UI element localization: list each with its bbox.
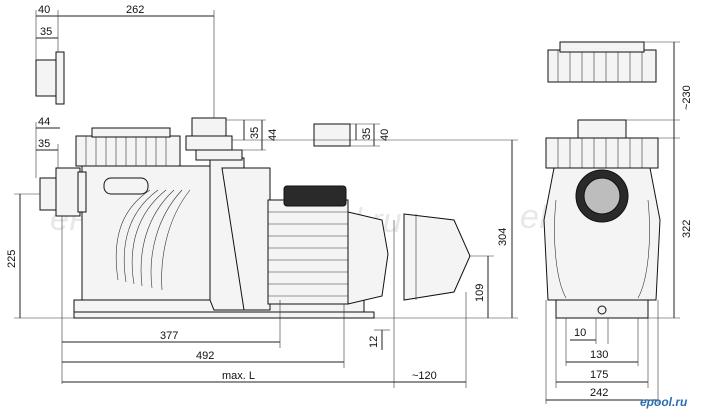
base-foot	[73, 311, 375, 319]
outlet-union	[191, 117, 227, 139]
spare-union-flange	[55, 51, 65, 105]
rear-cap	[403, 213, 471, 301]
dim-322: 322	[681, 220, 693, 238]
front-view	[543, 41, 661, 319]
side-view	[35, 51, 471, 319]
inlet-union-body	[55, 167, 81, 217]
front-lid-ribs	[557, 50, 643, 82]
loose-outlet-union	[313, 123, 351, 147]
dim-377: 377	[160, 330, 178, 342]
strainer-lid	[75, 135, 181, 167]
inlet-flange	[77, 171, 87, 213]
dim-130: 130	[590, 349, 608, 361]
lid-top-ring	[91, 127, 171, 138]
lid-ribs	[85, 136, 167, 166]
inlet-union-nut	[39, 177, 59, 211]
spare-union-body	[35, 59, 59, 97]
dim-40-outlet: 40	[379, 129, 391, 141]
front-body	[543, 167, 661, 301]
dim-230: ~230	[681, 85, 693, 110]
front-lid-ribs-mounted	[557, 138, 643, 168]
dim-304: 304	[497, 228, 509, 246]
dim-35-union: 35	[38, 138, 50, 150]
motor-fins	[268, 211, 348, 297]
dim-225: 225	[6, 250, 18, 268]
front-outlet-neck	[577, 119, 627, 139]
front-lid	[545, 137, 659, 169]
side-dimensions: 40 262 35 44 35 225 35 44 35 40	[6, 4, 518, 388]
terminal-box	[283, 185, 347, 207]
outlet-neck	[195, 149, 243, 161]
brand-label: epool.ru	[640, 395, 688, 409]
front-lid-loose	[547, 49, 657, 83]
seal-plate	[221, 167, 271, 311]
front-inlet-inner	[583, 177, 621, 215]
dim-120: ~120	[412, 370, 437, 382]
dim-35-lid: 35	[249, 127, 261, 139]
dim-175: 175	[590, 369, 608, 381]
dim-35-top: 35	[40, 26, 52, 38]
dim-44-union: 44	[38, 116, 50, 128]
dim-40-top: 40	[38, 4, 50, 16]
motor-body	[267, 199, 349, 305]
dim-262: 262	[126, 4, 144, 16]
dim-242: 242	[590, 387, 608, 399]
dim-35-outlet: 35	[361, 128, 373, 140]
dim-44-lid: 44	[267, 129, 279, 141]
dim-10: 10	[574, 327, 586, 339]
strainer-window	[103, 177, 149, 195]
front-lid-top	[559, 41, 645, 53]
front-dimensions: ~230 322 10 130 175 242	[545, 41, 693, 404]
dim-12: 12	[368, 336, 380, 348]
outlet-union-nut	[185, 135, 233, 151]
front-drain-plug	[597, 305, 607, 315]
dim-max-l: max. L	[222, 370, 255, 382]
dim-492: 492	[196, 350, 214, 362]
fan-cover	[347, 211, 389, 305]
dim-109: 109	[474, 284, 486, 302]
